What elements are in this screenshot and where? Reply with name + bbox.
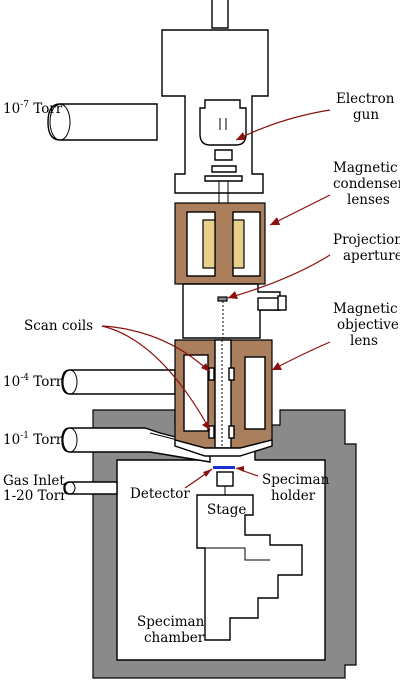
label-objective-1: Magnetic	[333, 301, 398, 317]
gun-cable	[211, 0, 229, 29]
condenser-lens	[174, 202, 266, 285]
projection-aperture	[217, 296, 228, 302]
column-mid	[182, 283, 281, 339]
label-gas-inlet-1: Gas Inlet	[3, 473, 65, 489]
tube-objective-pump	[61, 369, 176, 395]
label-pressure-chamber: 10-1 Torr	[3, 431, 63, 448]
label-specimen-holder-1: Speciman	[262, 472, 330, 488]
electron-gun	[199, 99, 247, 146]
label-aperture-2: aperture	[343, 248, 400, 264]
leader-lines	[101, 109, 331, 489]
label-objective-2: objective	[337, 317, 399, 333]
label-pressure-objective: 10-4 Torr	[3, 373, 63, 390]
label-gas-inlet-2: 1-20 Torr	[3, 488, 67, 504]
tube-gun-pump	[47, 103, 158, 141]
label-condenser-3: lenses	[347, 192, 390, 208]
label-stage: Stage	[207, 502, 246, 518]
label-electron-gun-1: Electron	[336, 91, 395, 107]
label-specimen-holder-2: holder	[271, 488, 316, 504]
detector-plate	[213, 466, 235, 469]
label-aperture-1: Projection	[333, 232, 400, 248]
label-pressure-gun: 10-7 Torr	[3, 100, 63, 117]
label-objective-3: lens	[350, 333, 378, 349]
objective-pole-piece	[174, 439, 273, 457]
label-condenser-1: Magnetic	[333, 160, 398, 176]
tube-chamber-pump	[61, 427, 211, 463]
stage	[196, 471, 303, 641]
gas-inlet-tube	[63, 481, 118, 495]
label-scan-coils: Scan coils	[24, 318, 93, 334]
label-specimen-chamber-1: Speciman	[137, 614, 205, 630]
label-condenser-2: condenser	[333, 176, 400, 192]
label-electron-gun-2: gun	[353, 107, 379, 123]
label-detector: Detector	[130, 486, 190, 502]
label-specimen-chamber-2: chamber	[144, 630, 205, 646]
